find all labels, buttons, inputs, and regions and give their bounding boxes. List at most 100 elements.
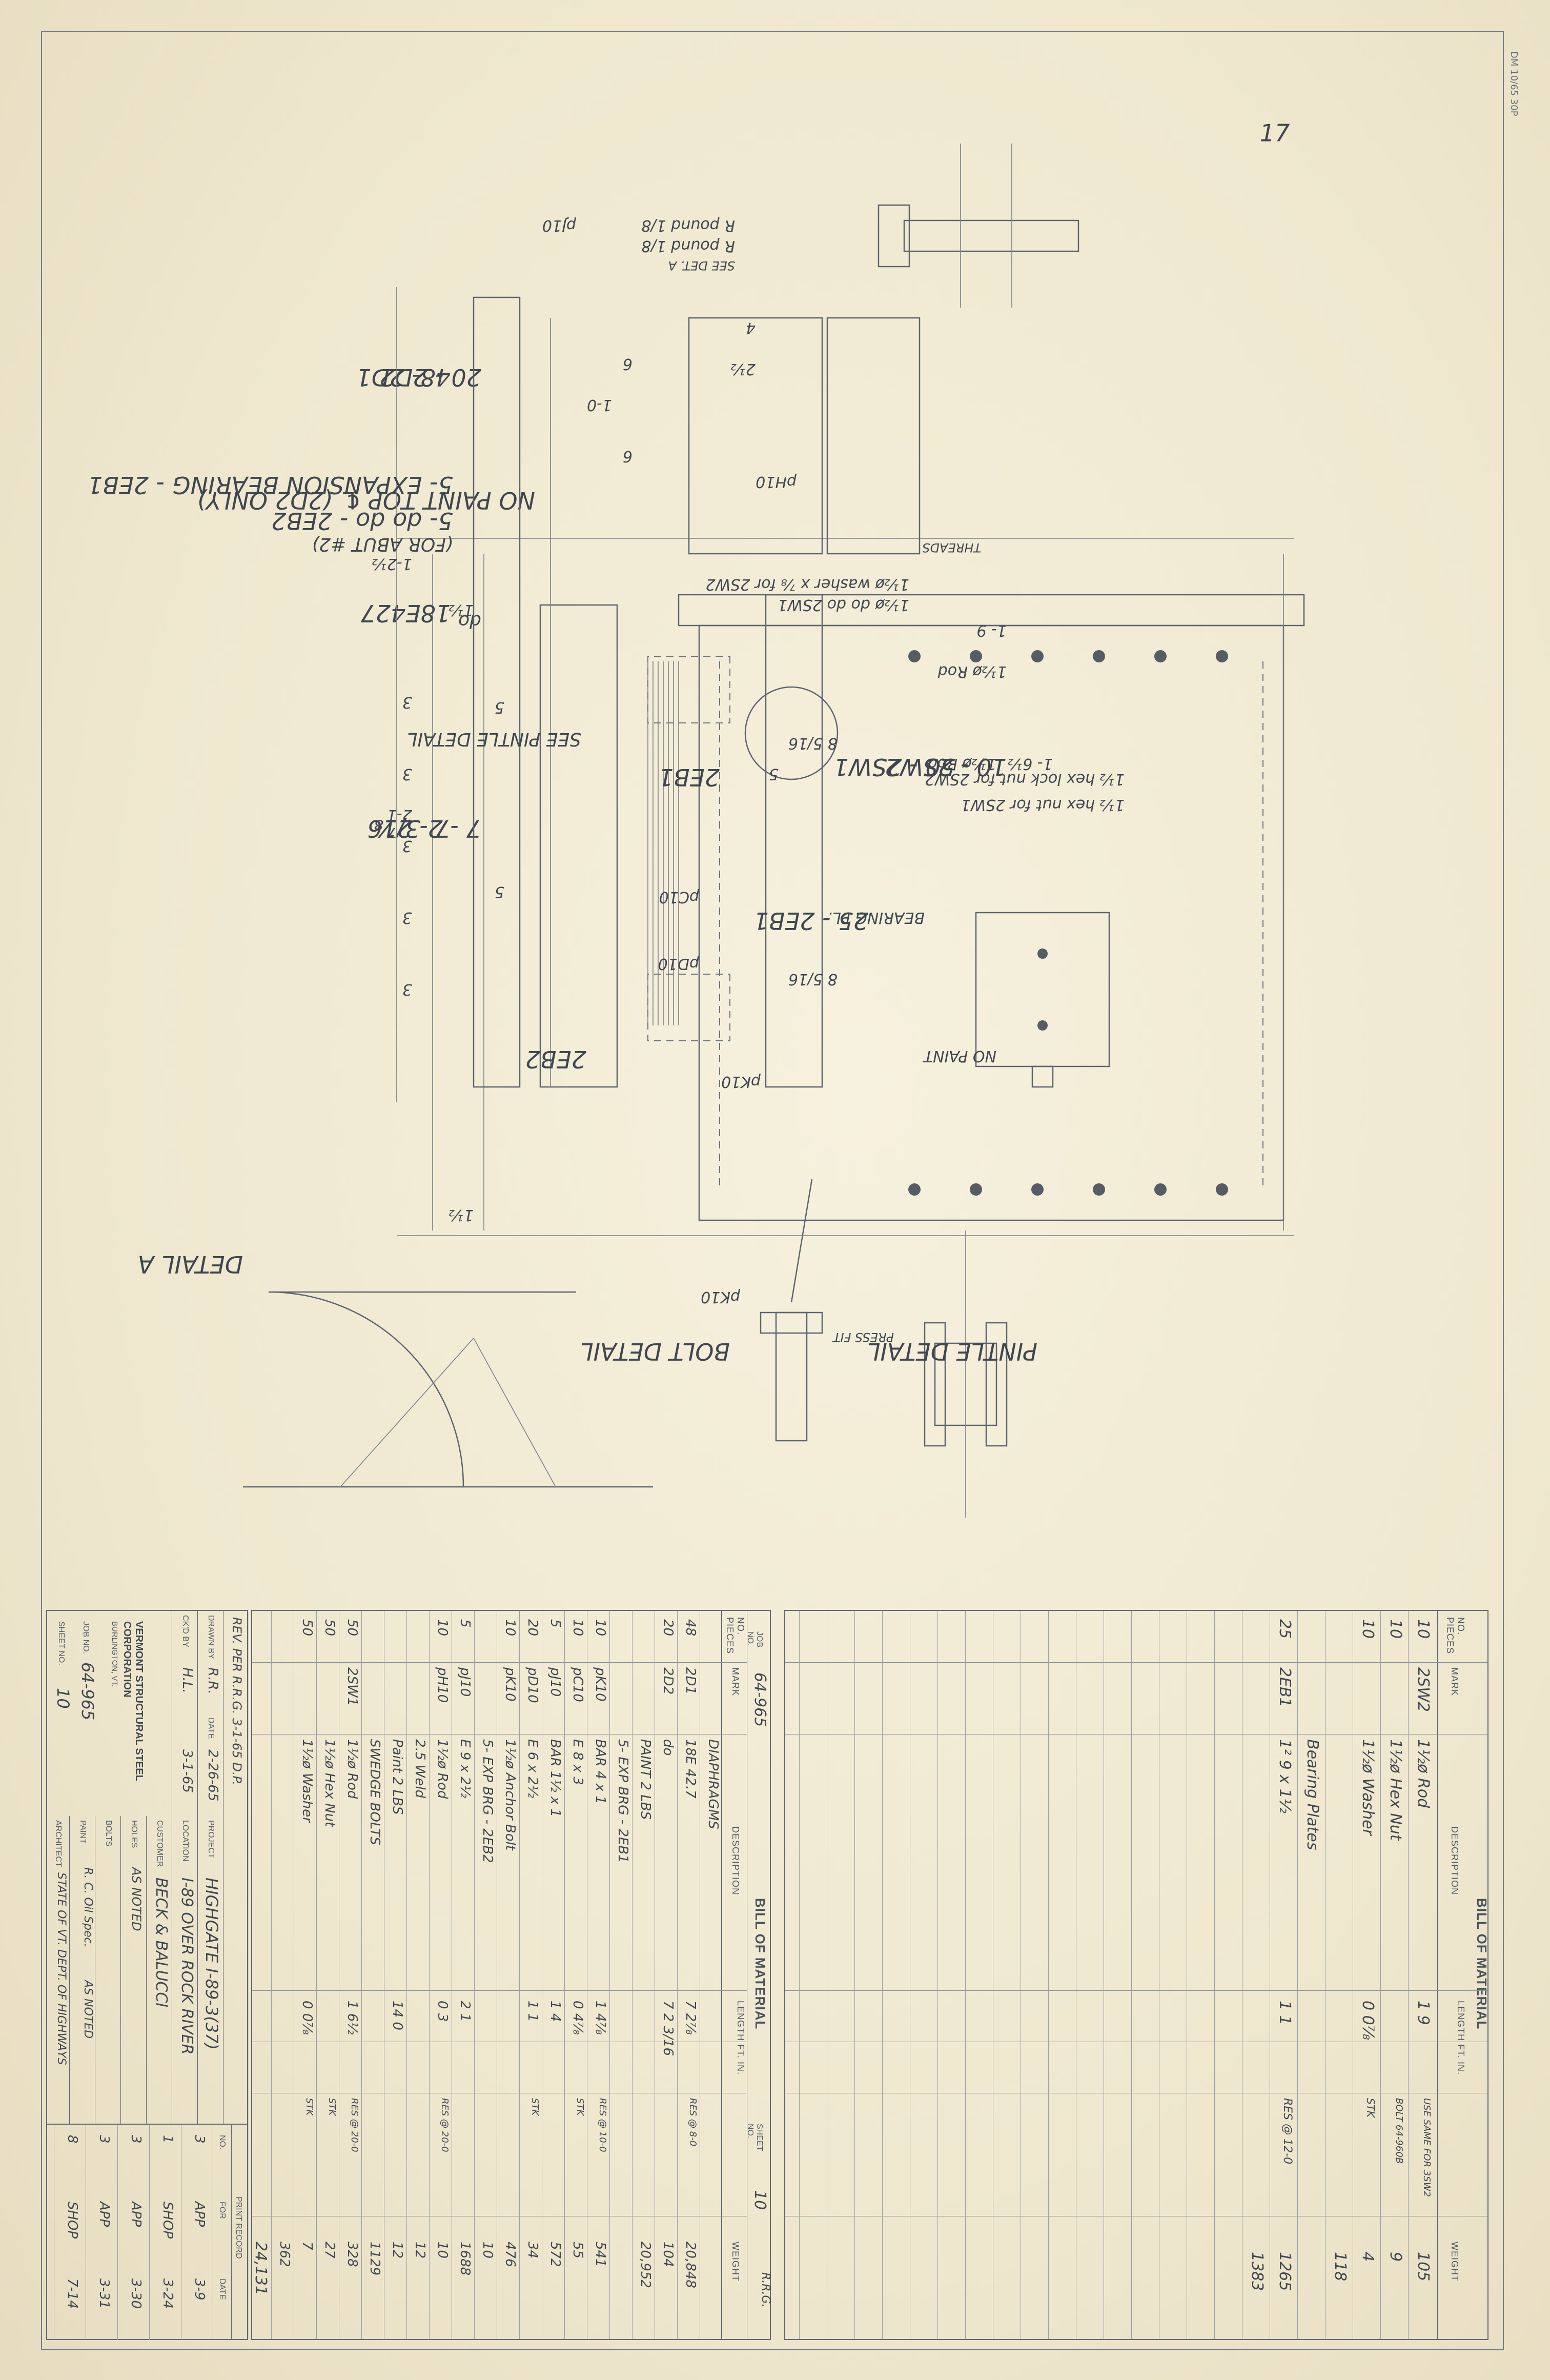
svg-text:6: 6	[623, 355, 633, 373]
sweage-sw1: 50 - 2SW1	[833, 753, 955, 781]
svg-text:1-0: 1-0	[587, 396, 612, 414]
diaphragm-length-1: 7 - 2⅞	[374, 815, 451, 842]
svg-text:4: 4	[746, 319, 756, 337]
bom-upper-row	[827, 1611, 855, 2339]
svg-text:3: 3	[402, 837, 412, 855]
sweage-sw1-len: 1- 6½	[1008, 755, 1053, 773]
bearing-top-plate	[539, 604, 618, 1088]
bolt-head	[760, 1312, 823, 1334]
bom-upper-row: 10 1½ø Washer 0 0⅞ STK 4	[1353, 1611, 1381, 2339]
bom-upper-row: 10 2SW2 1½ø Rod 1 9 USE SAME FOR 3SW2 10…	[1408, 1611, 1436, 2339]
pintle-detail-view	[924, 1231, 1008, 1518]
bolt-detail-view	[760, 1179, 823, 1442]
bearing-no-paint: NO PAINT	[922, 1047, 996, 1065]
end-view-top	[826, 317, 921, 555]
bom-upper-row: 25 2EB1 1² 9 x 1½ 1 1 RES @ 12-0 1265	[1270, 1611, 1298, 2339]
masonry-plate-bottom	[473, 296, 521, 1088]
bom-upper-header-row: NO. PIECES MARK DESCRIPTION LENGTH FT. I…	[1437, 1611, 1469, 2339]
svg-text:8 5/16: 8 5/16	[788, 970, 838, 988]
bolt-detail-title: BOLT DETAIL	[580, 1338, 730, 1365]
washer-note-2: 1½ø do do 2SW1	[778, 596, 909, 614]
expansion-title: 5- EXPANSION BEARING - 2EB1	[88, 471, 453, 499]
bearing-plate-mark: 25 - 2EB1	[753, 907, 868, 935]
sweage-nut	[878, 204, 910, 268]
no-paint-note: NO PAINT TOP ℄ (2D2 ONLY)	[197, 487, 535, 514]
sweage-sw2-desc: 1½ø Rod	[937, 662, 1007, 680]
bom-upper-row	[1187, 1611, 1215, 2339]
expansion-bearing-view	[396, 287, 921, 1102]
label-2eb1: 2EB1	[659, 763, 720, 791]
sweage-note-2: 1½ hex nut for 2SW1	[961, 796, 1125, 814]
svg-text:2-1: 2-1	[387, 806, 412, 824]
end-view-block	[688, 317, 823, 555]
sweage-sw1-desc: 1½ø Rod	[927, 755, 996, 773]
bom-upper-row	[1104, 1611, 1132, 2339]
weld-note-2: R pound 1/8	[641, 237, 735, 255]
expansion-title-2: 5- do do - 2EB2	[271, 507, 453, 535]
bom-upper-row	[799, 1611, 827, 2339]
bom-upper-row	[1021, 1611, 1049, 2339]
bom-upper-row: 118	[1325, 1611, 1353, 2339]
bom-upper-row	[1214, 1611, 1242, 2339]
diaphragm-bolt-holes	[908, 650, 1228, 1196]
bom-lower-header-row: NO. PIECES MARK DESCRIPTION LENGTH FT. I…	[721, 1611, 747, 2339]
svg-text:5: 5	[495, 698, 504, 716]
bom-upper-row	[1076, 1611, 1104, 2339]
mark-pd10: pD10	[658, 955, 700, 973]
bolt-shank	[775, 1312, 808, 1442]
company-name: VERMONT STRUCTURAL STEEL CORPORATION BUR…	[110, 1621, 145, 1781]
bom-upper-row: 10 1½ø Hex Nut BOLT 64-960B 9	[1380, 1611, 1409, 2339]
bolts-field: BOLTS	[104, 1820, 113, 1847]
bom-upper-row	[910, 1611, 938, 2339]
svg-text:2½: 2½	[731, 360, 756, 378]
diaphragm-length-2: 7 - 2 3/16	[368, 815, 481, 842]
svg-text:5: 5	[495, 883, 504, 901]
pintle-top	[985, 1322, 1008, 1447]
bom-upper-row	[882, 1611, 910, 2339]
svg-text:1-2½: 1-2½	[372, 555, 412, 573]
bom-upper-table: BILL OF MATERIAL NO. PIECES MARK DESCRIP…	[784, 1610, 1490, 2340]
svg-text:6: 6	[623, 447, 633, 465]
bom-upper-row	[993, 1611, 1021, 2339]
bom-lower-row: 5- EXP BRG - 2EB1	[609, 1611, 633, 2339]
detail-a-arc	[268, 1291, 576, 1487]
bom-upper-row: 1383	[1242, 1611, 1270, 2339]
bom-lower-row: DIAPHRAGMS	[700, 1611, 723, 2339]
svg-text:1½: 1½	[449, 601, 474, 619]
ckd-by-field: CK'D BY H.L. 3-1-65	[179, 1615, 195, 1793]
diaphragm-view	[397, 538, 1305, 1236]
date-field: DATE 2-26-65	[205, 1718, 220, 1802]
svg-text:3: 3	[402, 765, 412, 783]
press-fit-note: PRESS FIT	[832, 1330, 894, 1344]
svg-text:5: 5	[769, 765, 779, 783]
diaphragm-beam: 18E427	[361, 599, 451, 627]
job-no-field: JOB NO. 64-965	[78, 1621, 97, 1721]
bom-upper-row: Bearing Plates	[1297, 1611, 1325, 2339]
sweage-sw2-len: 1- 9	[976, 621, 1007, 639]
architect-field: ARCHITECT STATE OF VT. DEPT. OF HIGHWAYS	[54, 1820, 68, 2065]
svg-text:3: 3	[402, 980, 412, 998]
sweage-threads: THREADS	[922, 540, 981, 555]
rev-note: REV. PER R.R.G. 3-1-65 D.P.	[230, 1617, 244, 1786]
title-block: REV. PER R.R.G. 3-1-65 D.P. DRAWN BY R.R…	[46, 1610, 248, 2340]
bolt-mark-pk10: pK10	[701, 1288, 741, 1306]
bom-lower-table: BILL OF MATERIAL JOB NO. 64-965 SHEET NO…	[249, 1610, 772, 2340]
